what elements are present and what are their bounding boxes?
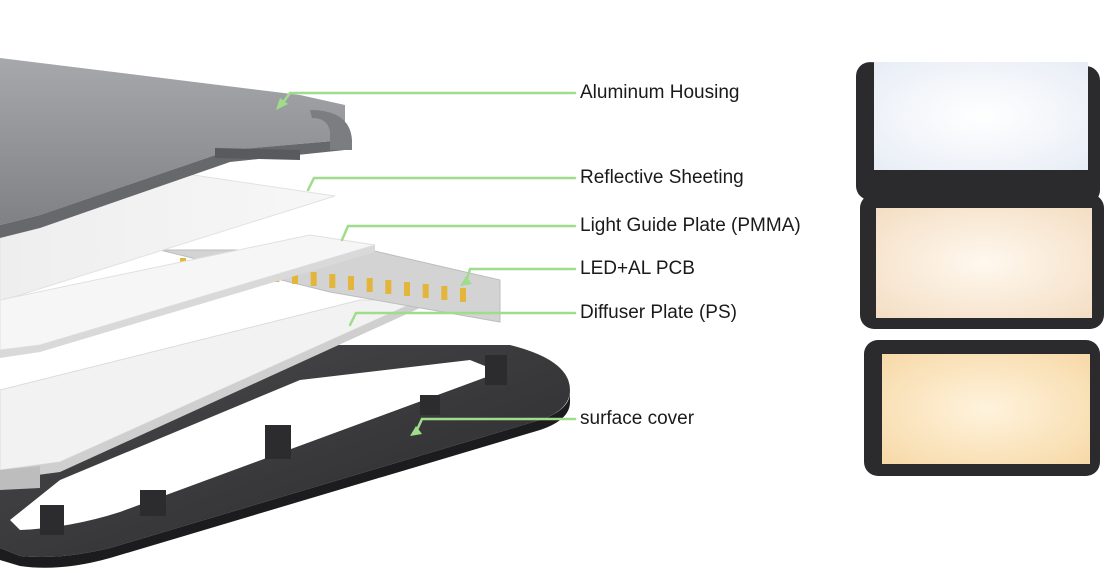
panel-neutral-white	[860, 194, 1104, 329]
led-chip	[422, 284, 429, 298]
label-surface-cover: surface cover	[580, 408, 695, 429]
arrowhead-surface-cover	[410, 426, 422, 436]
leader-light-guide-plate	[340, 224, 577, 242]
leader-led-pcb	[464, 267, 577, 284]
led-chip	[404, 282, 410, 296]
led-chip	[348, 276, 354, 290]
led-chip	[292, 270, 298, 284]
panel-cool-white	[856, 62, 1100, 204]
leader-diffuser-plate	[348, 311, 577, 327]
label-light-guide-plate: Light Guide Plate (PMMA)	[580, 215, 801, 236]
led-chip	[329, 274, 336, 288]
leader-arrowheads	[276, 98, 472, 436]
light-guide-plate	[0, 234, 376, 358]
label-led-pcb: LED+AL PCB	[580, 258, 695, 279]
diffuser-plate	[0, 299, 421, 490]
leader-lines	[280, 91, 577, 434]
led-chip	[366, 278, 373, 292]
label-aluminum-housing: Aluminum Housing	[580, 82, 740, 103]
leader-reflective-sheeting	[306, 176, 577, 192]
led-chip	[441, 286, 448, 300]
panel-warm-white	[864, 340, 1100, 476]
led-chip	[310, 272, 317, 286]
arrowhead-led-pcb	[460, 276, 472, 286]
led-chip	[460, 288, 466, 302]
leader-surface-cover	[414, 417, 577, 434]
aluminum-housing	[0, 58, 352, 238]
label-reflective-sheeting: Reflective Sheeting	[580, 167, 744, 188]
led-chip	[385, 280, 392, 294]
label-diffuser-plate: Diffuser Plate (PS)	[580, 302, 737, 323]
leader-aluminum-housing	[280, 91, 577, 106]
arrowhead-aluminum-housing	[276, 98, 288, 110]
